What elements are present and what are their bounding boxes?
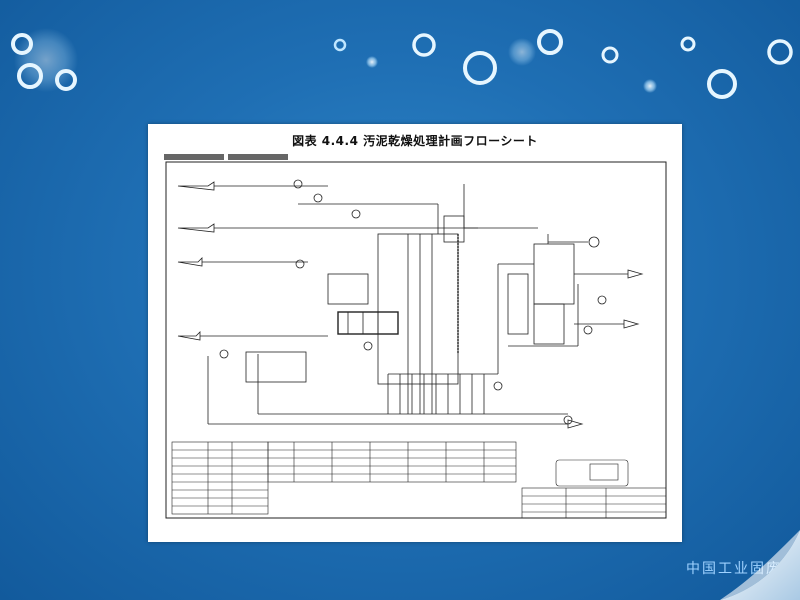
- process-flow-diagram: [164, 154, 667, 519]
- bubble-cluster-left: [11, 28, 78, 92]
- dryer-unit: [327, 215, 538, 385]
- legend-table: [171, 441, 269, 515]
- diagram-title: 図表 4.4.4 汚泥乾燥処理計画フローシート: [292, 134, 538, 148]
- drawing-frame: [165, 161, 667, 519]
- scrubber-unit: [497, 234, 644, 374]
- instrument-tags: [219, 179, 607, 425]
- drain-line: [207, 356, 584, 429]
- page-curl-decoration: [720, 530, 800, 600]
- title-block: [521, 459, 667, 519]
- flow-sheet-document: 図表 4.4.4 汚泥乾燥処理計画フローシート: [148, 124, 682, 542]
- inlet-streams: [177, 181, 478, 341]
- bubble-row-right: [333, 29, 793, 99]
- process-piping: [245, 184, 568, 415]
- decorative-bubbles: [11, 28, 793, 99]
- equipment-table: [267, 441, 517, 483]
